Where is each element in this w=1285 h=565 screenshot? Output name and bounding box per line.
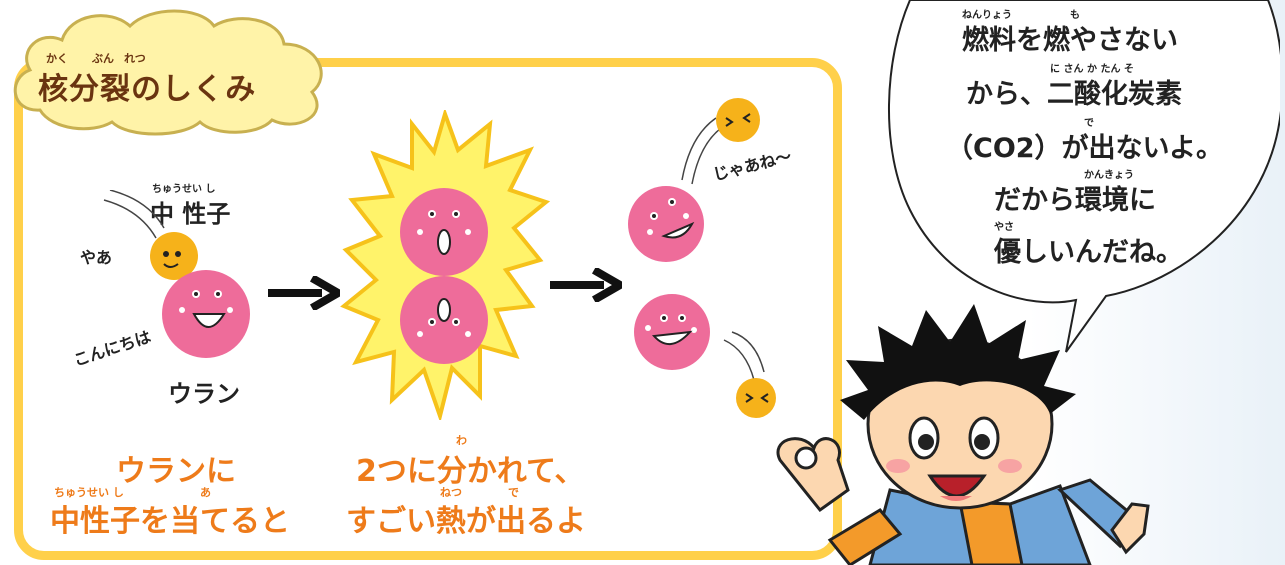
caption-left-ruby-1: ちゅうせい し: [54, 486, 124, 499]
fragment-nucleus-top: [628, 186, 704, 262]
neutron-ruby: ちゅうせい し: [152, 184, 216, 195]
uranium-nucleus: [162, 270, 250, 358]
panel-title: 核分裂のしくみ: [38, 72, 257, 107]
speech-line-1: 燃料を燃やさない: [962, 25, 1178, 56]
speech-line-3: （CO2）が出ないよ。: [946, 133, 1224, 164]
boy-character: [776, 304, 1150, 565]
split-nucleus-top: [400, 188, 488, 276]
title-ruby-2: ぶん: [92, 52, 114, 65]
speech-line-5: 優しいんだね。: [994, 237, 1183, 268]
fission-explosion: [340, 110, 550, 420]
speech-ruby-3: に さん か たん そ: [1050, 64, 1134, 75]
title-cloud: [13, 9, 323, 136]
speech-line-4: だから環境に: [994, 185, 1156, 216]
speech-line-2: から、二酸化炭素: [966, 79, 1182, 110]
fragment-nucleus-bottom: [634, 294, 710, 370]
caption-left-ruby-2: あ: [200, 486, 211, 499]
caption-mid-ruby-3: で: [508, 486, 519, 499]
stage3-graphic: [628, 98, 776, 418]
neutron-fragment-top: [716, 98, 760, 142]
arrow-1-icon: [268, 276, 340, 310]
caption-left-line2: 中性子を当てると: [50, 504, 290, 539]
caption-mid-line1: 2つに分かれて、: [356, 454, 585, 489]
speech-ruby-2: も: [1070, 10, 1080, 21]
speech-ruby-1: ねんりょう: [962, 10, 1012, 21]
speech-ruby-4: で: [1084, 118, 1094, 129]
neutron-greeting: やあ: [80, 248, 113, 267]
uranium-label: ウラン: [168, 380, 240, 408]
stage1-graphic: [103, 190, 250, 358]
neutron-label: 中 性子: [150, 200, 231, 228]
neutron-ball: [150, 232, 198, 280]
title-ruby-1: かく: [46, 52, 68, 65]
caption-left-line1: ウランに: [116, 454, 236, 489]
speech-ruby-5: かんきょう: [1084, 170, 1134, 181]
speech-bubble: [887, 0, 1280, 353]
split-nucleus-bottom: [400, 276, 488, 364]
neutron-fragment-bottom: [736, 378, 776, 418]
title-ruby-3: れつ: [124, 52, 146, 65]
boy-hair: [840, 304, 1076, 420]
speech-ruby-6: やさ: [994, 222, 1014, 233]
caption-mid-line2: すごい熱が出るよ: [346, 504, 586, 539]
caption-mid-ruby-2: ねつ: [440, 486, 462, 499]
caption-mid-ruby-1: わ: [456, 434, 467, 447]
arrow-2-icon: [550, 268, 622, 302]
